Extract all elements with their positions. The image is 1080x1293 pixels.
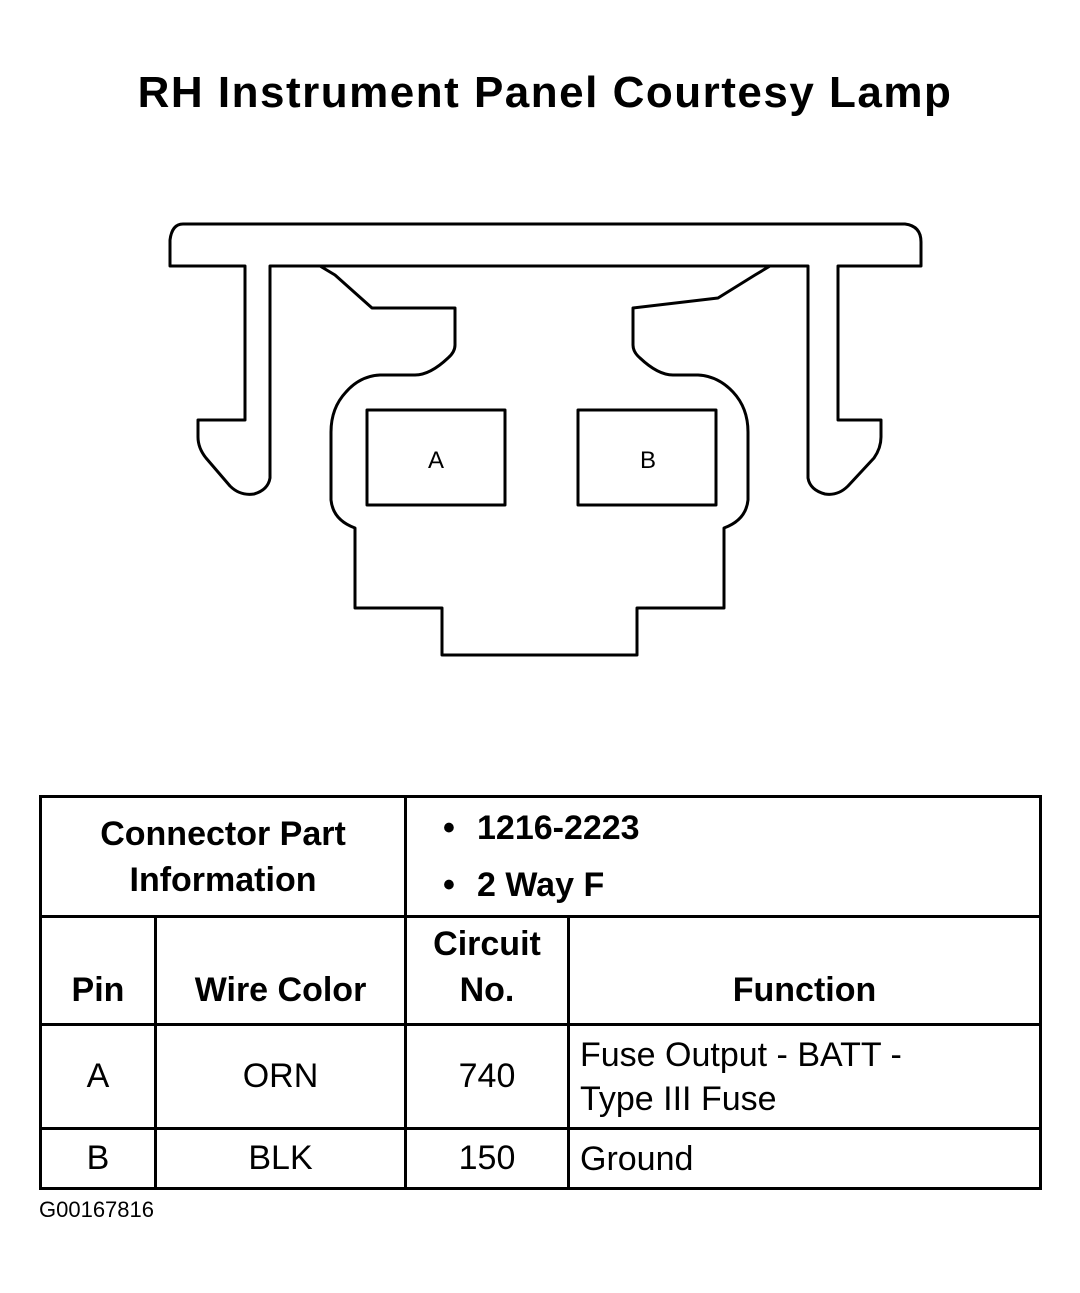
part-number-item: • 1216-2223 [443, 800, 1039, 857]
connector-face-diagram: A B [168, 222, 923, 657]
connector-type: 2 Way F [477, 865, 605, 904]
wire-color-header: Wire Color [154, 915, 407, 1026]
part-info-label-line1: Connector Part [100, 814, 346, 853]
connector-type-item: • 2 Way F [443, 857, 1039, 914]
pin-cell: B [39, 1127, 157, 1190]
pin-header: Pin [39, 915, 157, 1026]
wire-color-cell: BLK [154, 1127, 407, 1190]
part-number: 1216-2223 [477, 808, 640, 847]
function-cell: Ground [566, 1127, 1043, 1190]
circuit-header-line2: No. [459, 971, 515, 1009]
function-header: Function [566, 915, 1043, 1026]
pin-cell: A [39, 1023, 157, 1130]
right-latch [631, 264, 771, 377]
function-line1: Fuse Output - BATT - [580, 1035, 902, 1074]
function-cell: Fuse Output - BATT - Type III Fuse [566, 1023, 1043, 1130]
part-info-values: • 1216-2223 • 2 Way F [403, 795, 1043, 918]
circuit-cell: 150 [404, 1127, 570, 1190]
connector-top-rail [168, 222, 923, 496]
circuit-cell: 740 [404, 1023, 570, 1130]
connector-info-table: Connector Part Information • 1216-2223 • 2… [39, 795, 1043, 1190]
left-latch [319, 264, 457, 377]
part-info-label-line2: Information [129, 860, 317, 899]
cavity-b-label: B [640, 447, 656, 474]
part-info-label: Connector Part Information [39, 795, 407, 918]
cavity-a-label: A [428, 447, 444, 474]
diagram-title: RH Instrument Panel Courtesy Lamp [137, 68, 953, 117]
circuit-header-line1: Circuit [433, 925, 541, 963]
cavity-b [576, 408, 718, 507]
circuit-header: Circuit No. [404, 915, 570, 1026]
bullet-icon: • [443, 808, 455, 847]
bullet-icon: • [443, 865, 455, 904]
connector-body [329, 373, 750, 657]
header-row: Pin Wire Color Circuit No. Function [39, 915, 1043, 1026]
table-row: B BLK 150 Ground [39, 1127, 1043, 1190]
table-row: A ORN 740 Fuse Output - BATT - Type III … [39, 1023, 1043, 1130]
part-info-row: Connector Part Information • 1216-2223 • 2… [39, 795, 1043, 918]
figure-id: G00167816 [39, 1197, 154, 1222]
function-line2: Type III Fuse [580, 1079, 777, 1118]
wire-color-cell: ORN [154, 1023, 407, 1130]
cavity-a [365, 408, 507, 507]
